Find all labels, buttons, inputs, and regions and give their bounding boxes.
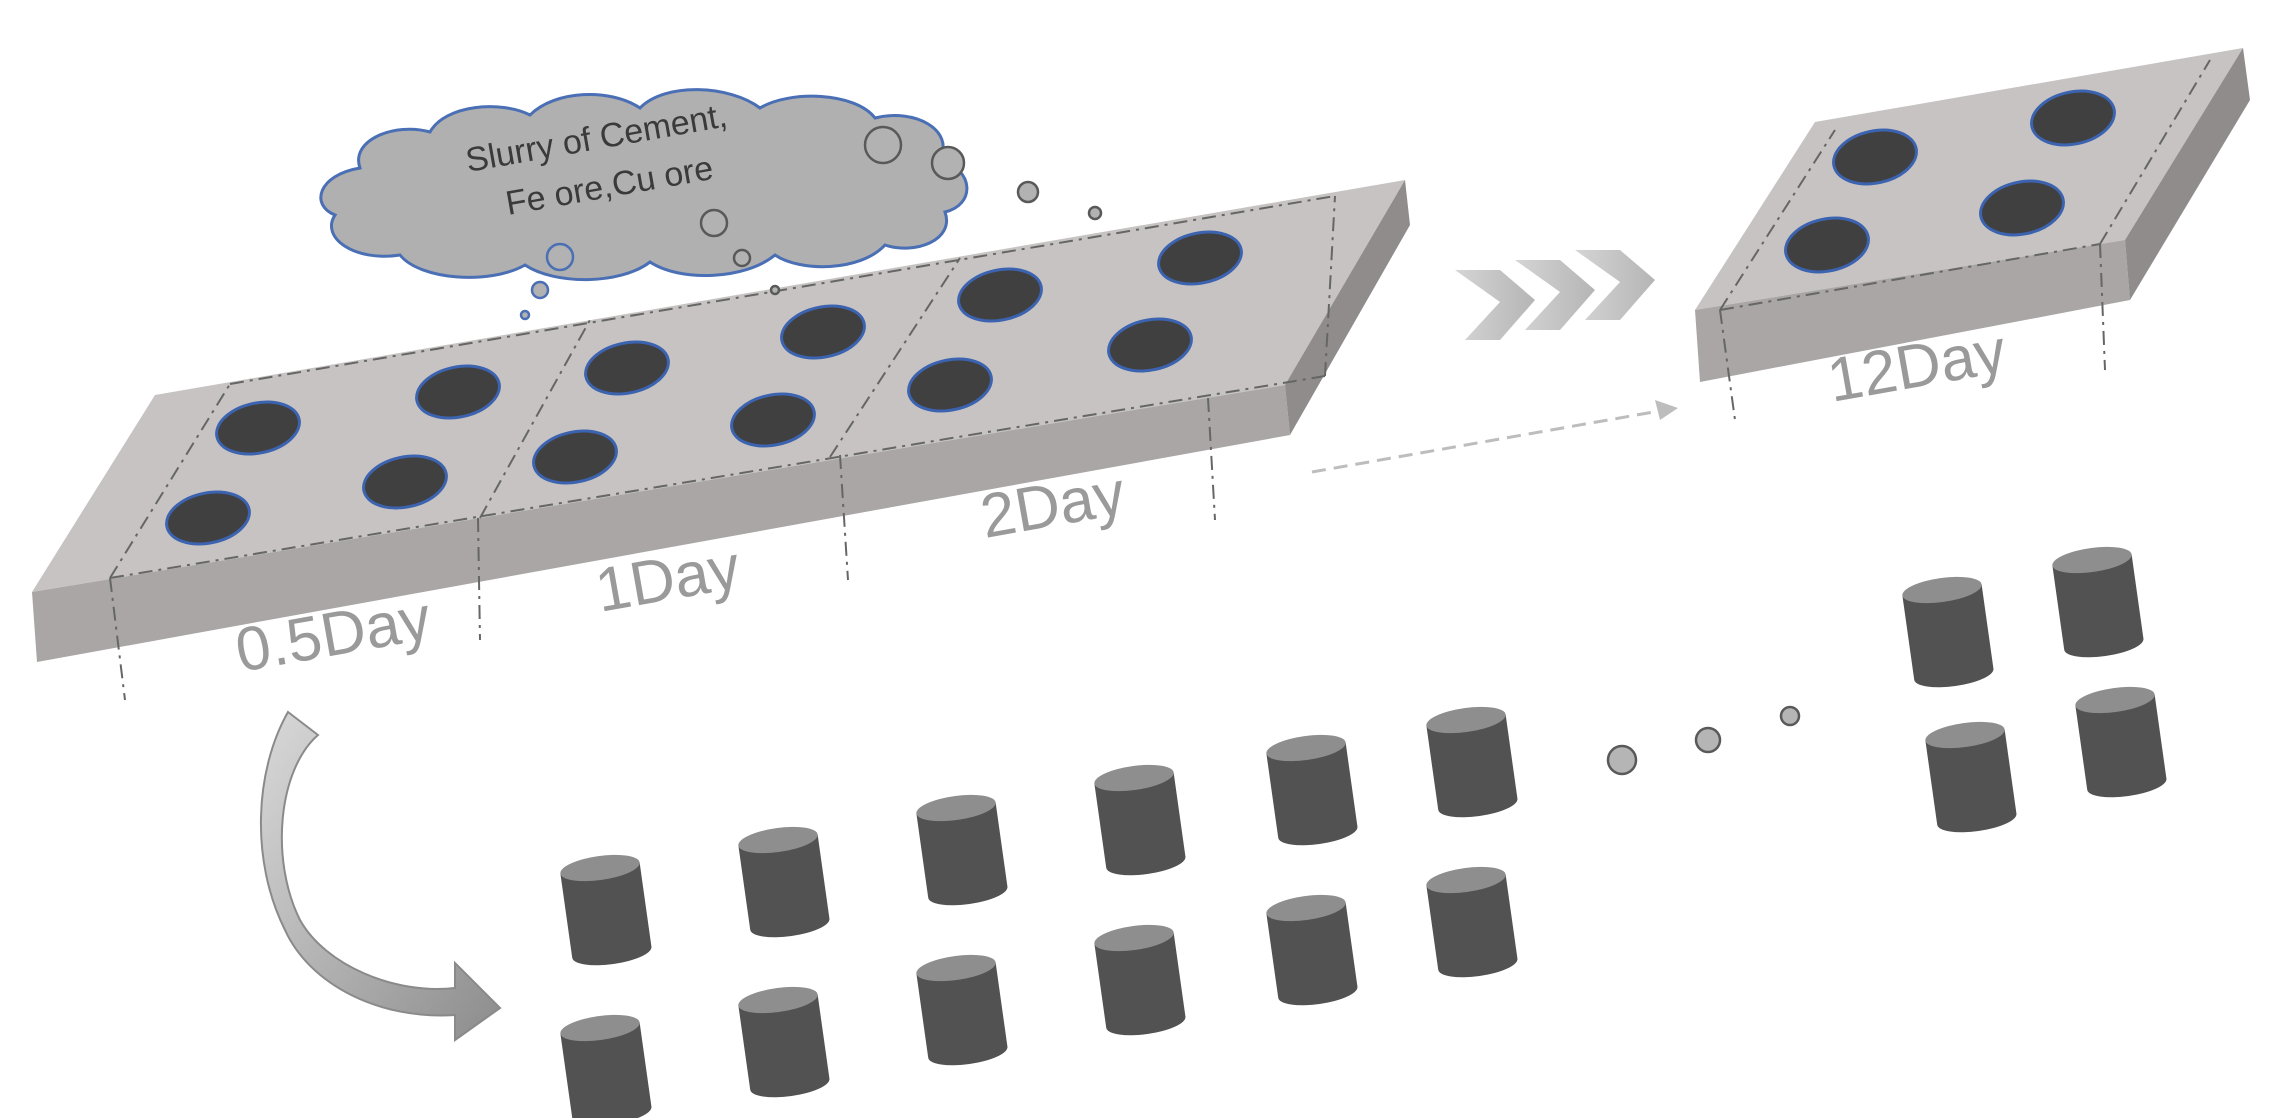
hole — [907, 357, 993, 413]
hole — [584, 340, 670, 396]
cylinder-specimen — [916, 954, 1008, 1066]
dot — [1779, 705, 1801, 727]
main-mold: 0.5Day 1Day 2Day — [32, 180, 1410, 701]
cylinder-specimen — [1925, 721, 2017, 833]
dot — [1694, 726, 1722, 754]
droplet — [530, 280, 550, 300]
hole — [730, 392, 816, 448]
droplet — [732, 248, 752, 268]
cylinder-specimen — [1902, 576, 1994, 688]
hole — [957, 267, 1043, 323]
cylinder-specimen — [1266, 894, 1358, 1006]
cylinder-specimen — [2052, 546, 2144, 658]
droplet — [699, 208, 729, 238]
ellipsis-dots — [1606, 705, 1801, 776]
cylinder-specimen — [1094, 924, 1186, 1036]
droplet — [1016, 180, 1040, 204]
hole — [165, 490, 251, 546]
cylinder-specimen — [1426, 866, 1518, 978]
slurry-droplets — [519, 242, 575, 321]
chevron-arrows-icon — [1455, 250, 1655, 340]
hole — [532, 429, 618, 485]
droplet — [1087, 205, 1103, 221]
hole — [215, 400, 301, 456]
dot — [1606, 744, 1638, 776]
droplet — [545, 242, 575, 272]
slurry-droplets-gray — [699, 125, 1103, 296]
droplet — [519, 309, 531, 321]
mold-front-face — [32, 385, 1290, 662]
hole — [2030, 89, 2116, 147]
cylinder-specimen — [1266, 734, 1358, 846]
hole — [1979, 179, 2065, 237]
hole — [362, 454, 448, 510]
mold-holes — [165, 230, 1243, 546]
slurry-cloud: Slurry of Cement, Fe ore,Cu ore — [319, 88, 969, 282]
final-mold-12day: 12Day — [1695, 48, 2250, 421]
hole — [780, 304, 866, 360]
dashed-progress-arrow — [1311, 400, 1678, 474]
droplet — [930, 145, 966, 181]
mold-dash-lines — [109, 195, 1336, 701]
cylinder-specimens — [560, 546, 2167, 1118]
hole — [1157, 230, 1243, 286]
hole — [1784, 216, 1870, 274]
cylinder-specimen — [2075, 686, 2167, 798]
cylinder-specimen — [738, 986, 830, 1098]
cylinder-specimen — [738, 826, 830, 938]
hole — [415, 364, 501, 420]
cylinder-specimen — [560, 1014, 652, 1118]
hole — [1832, 128, 1918, 186]
mold-side-face — [1285, 180, 1410, 435]
droplet — [769, 284, 781, 296]
droplet — [863, 125, 903, 165]
cylinder-specimen — [916, 794, 1008, 906]
cylinder-specimen — [1094, 764, 1186, 876]
cylinder-specimen — [1426, 706, 1518, 818]
cloud-shape — [319, 88, 969, 282]
final-mold-side-face — [2125, 48, 2250, 300]
cylinder-specimen — [560, 854, 652, 966]
curved-demold-arrow-icon — [260, 710, 502, 1042]
hole — [1107, 317, 1193, 373]
final-mold-front-face — [1695, 240, 2130, 382]
